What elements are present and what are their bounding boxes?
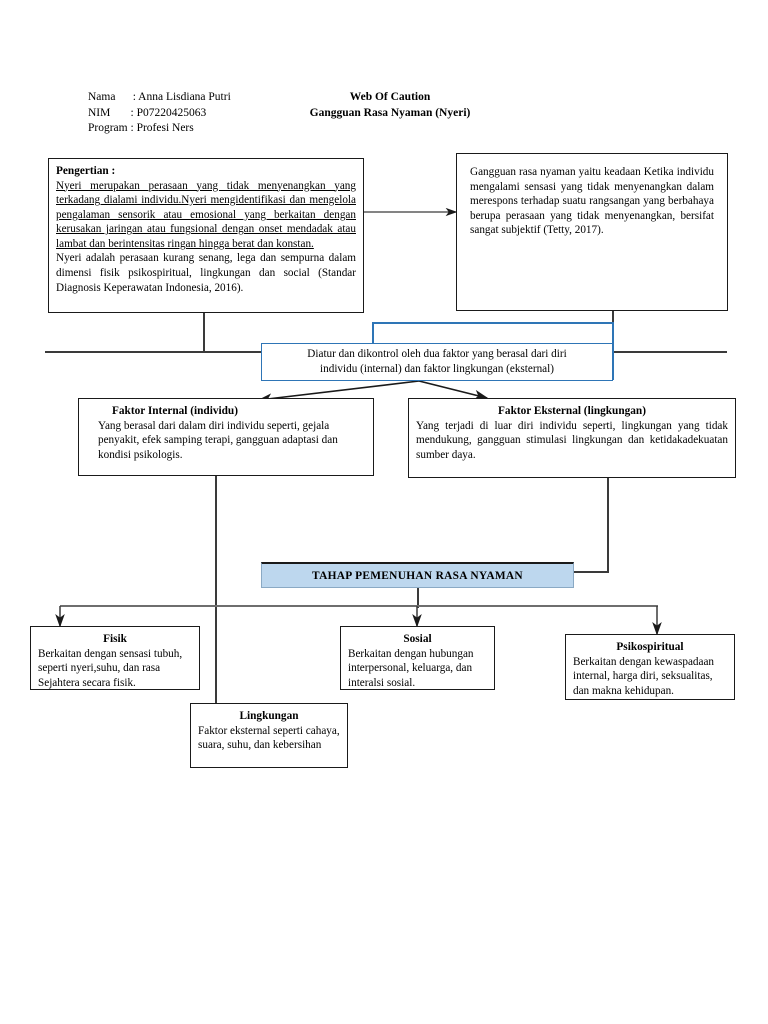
faktor-internal-title: Faktor Internal (individu) [112,405,238,417]
field-value-program: Profesi Ners [136,122,194,134]
field-sep-nama: : [132,91,139,103]
pengertian-title: Pengertian : [56,165,116,177]
student-info-row: NIM : P07220425063 [88,106,338,122]
field-label-program: Program [88,122,131,134]
connector-blue-left-vertical [372,322,374,344]
connector-blue-rail [372,322,614,324]
tahap-sosial-title: Sosial [403,633,432,645]
field-value-nim: P07220425063 [136,106,207,119]
connector-internal-down [215,476,217,703]
field-sep-program: : [130,122,137,134]
tahap-fisik-title: Fisik [103,633,127,645]
connector-distribution-bar [60,605,658,607]
tahap-sosial-text: Berkaitan dengan hubungan interpersonal,… [348,647,474,689]
gangguan-box: Gangguan rasa nyaman yaitu keadaan Ketik… [456,153,728,311]
tahap-fisik-box: Fisik Berkaitan dengan sensasi tubuh, se… [30,626,200,690]
tahap-fisik-text: Berkaitan dengan sensasi tubuh, seperti … [38,647,183,689]
page-title-line1: Web Of Caution [349,91,431,103]
connector-left-vertical [203,313,205,353]
tahap-sosial-box: Sosial Berkaitan dengan hubungan interpe… [340,626,495,690]
page-title-line2: Gangguan Rasa Nyaman (Nyeri) [309,106,471,119]
faktor-internal-box: Faktor Internal (individu) Yang berasal … [78,398,374,476]
student-info-row: Nama : Anna Lisdiana Putri [88,90,338,106]
faktor-eksternal-box: Faktor Eksternal (lingkungan) Yang terja… [408,398,736,478]
tahap-banner-label: TAHAP PEMENUHAN RASA NYAMAN [312,569,523,582]
student-info-row: Program : Profesi Ners [88,121,338,137]
connector-right-horizontal [560,351,727,353]
diatur-box: Diatur dan dikontrol oleh dua faktor yan… [261,343,613,381]
tahap-psikospiritual-box: Psikospiritual Berkaitan dengan kewaspad… [565,634,735,700]
field-label-nim: NIM [88,106,131,119]
student-info-block: Nama : Anna Lisdiana Putri NIM : P072204… [88,90,338,137]
page-title: Web Of Caution Gangguan Rasa Nyaman (Nye… [300,90,480,121]
field-label-nama: Nama [88,91,133,103]
diatur-line-2: individu (internal) dan faktor lingkunga… [320,363,554,375]
tahap-psikospiritual-title: Psikospiritual [616,641,684,653]
connector-banner-down [417,588,419,608]
connector-eksternal-down [607,477,609,572]
diatur-line-1: Diatur dan dikontrol oleh dua faktor yan… [307,348,567,361]
connector-eksternal-to-banner [572,571,609,573]
faktor-eksternal-title: Faktor Eksternal (lingkungan) [498,405,646,417]
connector-left-horizontal [45,351,465,353]
faktor-eksternal-text: Yang terjadi di luar diri individu seper… [416,419,728,461]
pengertian-box: Pengertian : Nyeri merupakan perasaan ya… [48,158,364,313]
pengertian-paragraph-1: Nyeri merupakan perasaan yang tidak meny… [56,179,356,250]
tahap-lingkungan-text: Faktor eksternal seperti cahaya, suara, … [198,724,340,752]
tahap-lingkungan-box: Lingkungan Faktor eksternal seperti caha… [190,703,348,768]
tahap-lingkungan-title: Lingkungan [239,710,299,722]
gangguan-text: Gangguan rasa nyaman yaitu keadaan Ketik… [470,166,714,237]
field-value-nama: Anna Lisdiana Putri [138,91,231,103]
faktor-internal-text: Yang berasal dari dalam diri individu se… [98,419,338,461]
pengertian-paragraph-2: Nyeri adalah perasaan kurang senang, leg… [56,252,356,294]
tahap-banner: TAHAP PEMENUHAN RASA NYAMAN [261,562,574,588]
field-sep-nim: : [130,106,137,119]
tahap-psikospiritual-text: Berkaitan dengan kewaspadaan internal, h… [573,655,715,697]
